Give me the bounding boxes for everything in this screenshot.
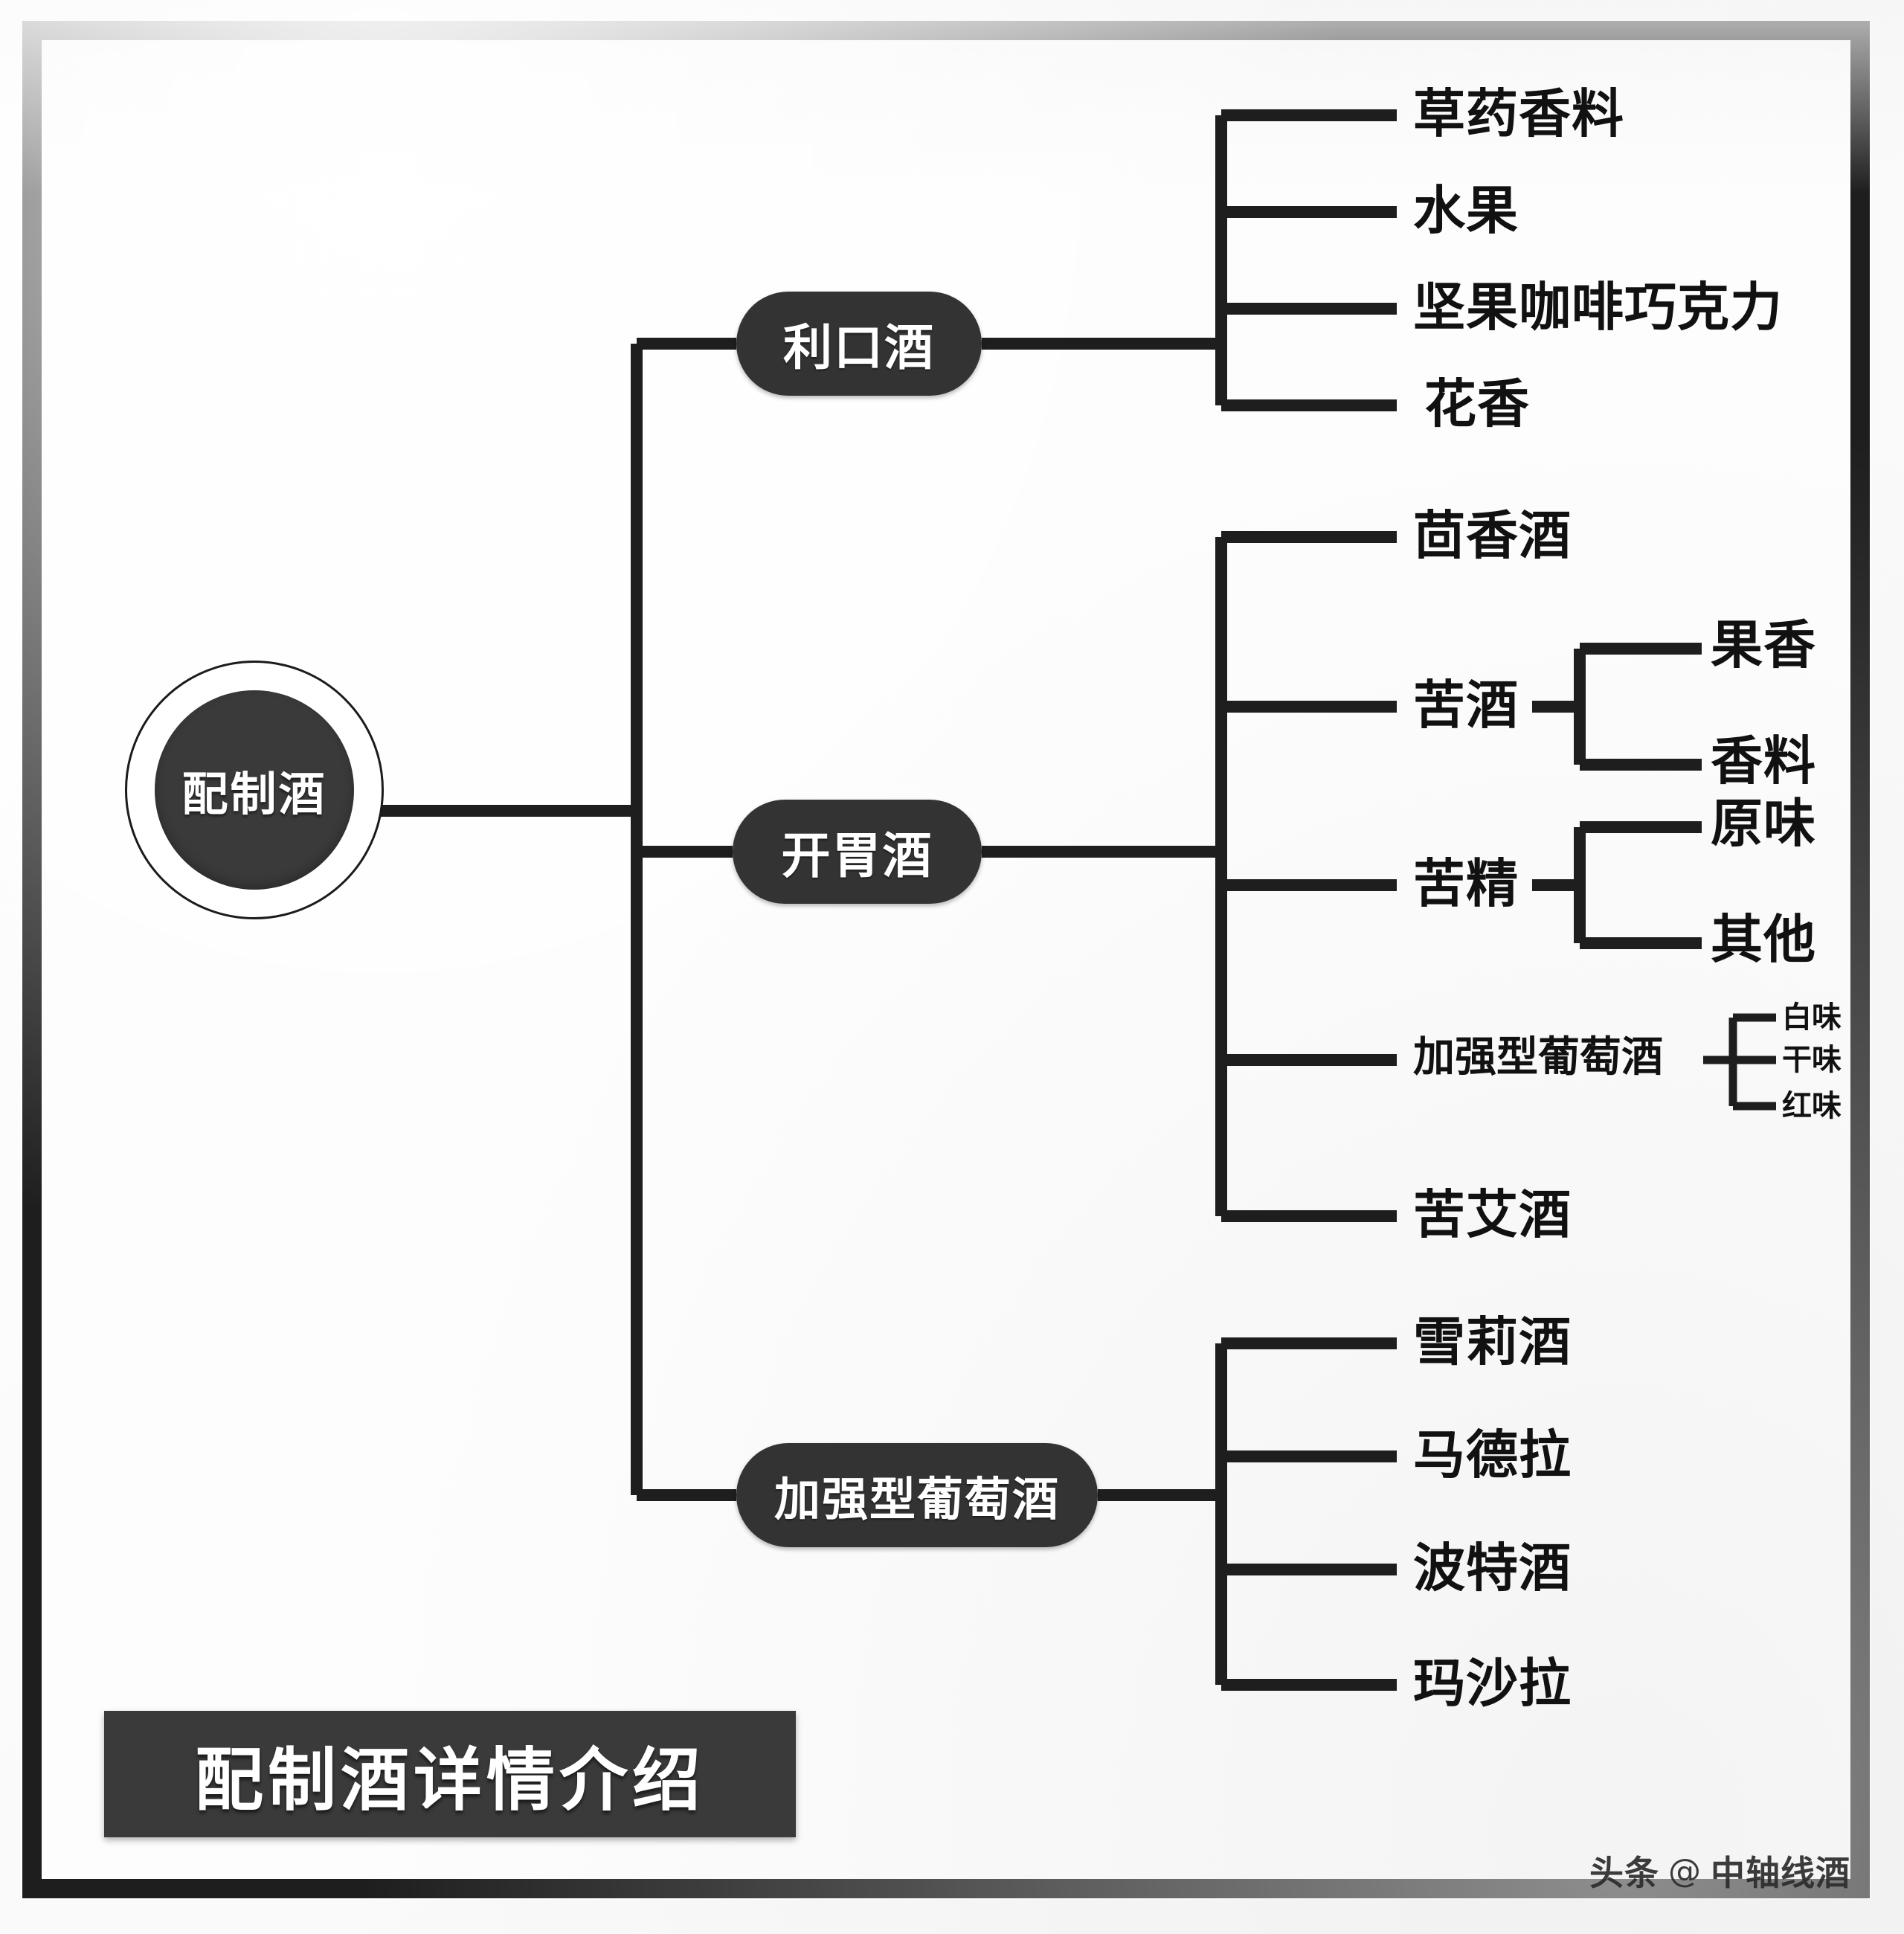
leaf-liqueur-4: 花香 — [1424, 373, 1530, 434]
caption-text: 配制酒详情介绍 — [194, 1740, 705, 1820]
node-fortified-wine[interactable]: 加强型葡萄酒 — [736, 1443, 1098, 1547]
leaf-fortified-1: 雪莉酒 — [1413, 1311, 1572, 1372]
leaf-bitters-sub-2: 其他 — [1711, 909, 1816, 970]
node-fortified-wine-label: 加强型葡萄酒 — [774, 1472, 1060, 1526]
leaf-fortified-2: 马德拉 — [1413, 1424, 1572, 1485]
node-liqueur-label: 利口酒 — [783, 319, 935, 376]
leaf-fortified2-sub-2: 干味 — [1782, 1043, 1842, 1077]
leaf-fortified2-sub-1: 白味 — [1782, 1000, 1842, 1035]
node-aperitif-label: 开胃酒 — [781, 827, 933, 884]
root-node[interactable]: 配制酒 — [125, 661, 384, 919]
leaf-bitter-sub-1: 果香 — [1711, 614, 1816, 675]
leaf-fortified-4: 玛沙拉 — [1413, 1653, 1572, 1714]
root-node-inner: 配制酒 — [155, 690, 354, 890]
leaf-liqueur-1: 草药香料 — [1413, 83, 1624, 144]
at-sign-icon: @ — [1668, 1851, 1702, 1890]
leaf-aperitif-3: 苦精 — [1413, 853, 1519, 914]
leaf-fortified2-sub-3: 红味 — [1782, 1089, 1842, 1123]
leaf-aperitif-5: 苦艾酒 — [1413, 1184, 1572, 1245]
leaf-liqueur-3: 坚果咖啡巧克力 — [1413, 277, 1783, 338]
leaf-liqueur-2: 水果 — [1413, 180, 1519, 241]
watermark-account: 中轴线酒 — [1711, 1853, 1850, 1893]
leaf-fortified-3: 波特酒 — [1413, 1538, 1572, 1599]
leaf-aperitif-2: 苦酒 — [1413, 675, 1519, 736]
node-aperitif[interactable]: 开胃酒 — [733, 800, 982, 904]
leaf-aperitif-1: 茴香酒 — [1413, 505, 1572, 566]
leaf-bitters-sub-1: 原味 — [1711, 793, 1816, 854]
leaf-bitter-sub-2: 香料 — [1711, 730, 1816, 791]
watermark: 头条 @ 中轴线酒 — [1589, 1846, 1850, 1895]
watermark-platform: 头条 — [1589, 1853, 1659, 1893]
root-node-label: 配制酒 — [181, 767, 327, 821]
caption-bar: 配制酒详情介绍 — [104, 1711, 796, 1837]
leaf-aperitif-4: 加强型葡萄酒 — [1413, 1033, 1663, 1082]
node-liqueur[interactable]: 利口酒 — [736, 292, 982, 396]
